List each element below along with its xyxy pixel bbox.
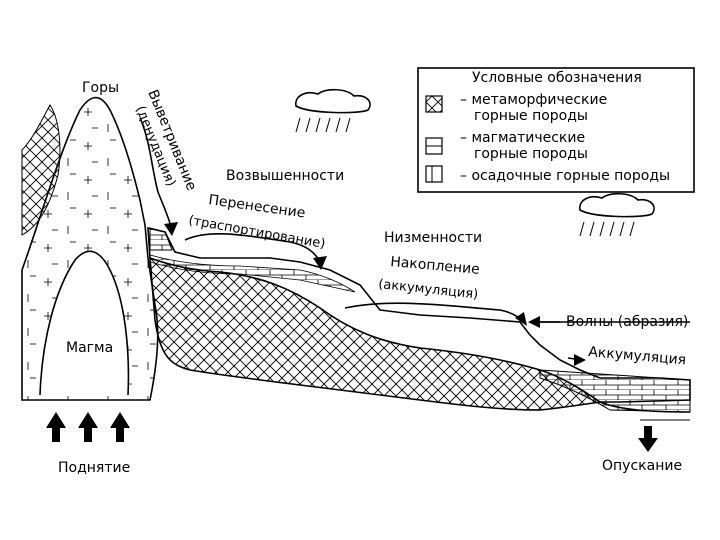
accumulation-arrow (344, 302, 527, 326)
legend-item-2-line2: горные породы (474, 146, 588, 162)
sea-accumulation-label: Аккумуляция (588, 344, 687, 368)
accumulation-label-b: (аккумуляция) (378, 277, 479, 302)
up-arrow-icon (78, 412, 98, 442)
sedimentary-cover (147, 226, 691, 413)
rain-cloud-icon (579, 192, 655, 237)
subsidence-label: Опускание (602, 458, 682, 474)
weathering-arrow (139, 117, 178, 236)
legend-swatch-metamorphic (425, 95, 443, 113)
lowlands-label: Низменности (384, 230, 482, 246)
waves-label: Волны (абразия) (566, 314, 688, 330)
transfer-label: Перенесение (207, 192, 306, 221)
accumulation-label-a: Накопление (390, 254, 481, 278)
waves-arrow (528, 316, 560, 328)
up-arrow-icon (110, 412, 130, 442)
magma-chamber: Магма (39, 250, 130, 396)
legend-item-1-line1: – метаморфические (460, 92, 607, 108)
legend-swatch-sedimentary (425, 165, 443, 183)
transport-arrow (184, 232, 327, 270)
legend-item-2-line1: – магматические (460, 130, 585, 146)
legend-item-3-line1: – осадочные горные породы (460, 168, 670, 184)
legend: Условные обозначения – метаморфические г… (417, 67, 695, 193)
sea-accumulation-arrow (567, 354, 586, 366)
down-arrow-icon (638, 426, 658, 452)
transport-label: (траспортирование) (187, 213, 326, 252)
mountains-label: Горы (82, 80, 119, 96)
magma-label: Магма (66, 340, 113, 356)
uplands-label: Возвышенности (226, 168, 344, 184)
uplift-label: Поднятие (58, 460, 130, 476)
up-arrow-icon (46, 412, 66, 442)
legend-item-1-line2: горные породы (474, 108, 588, 124)
legend-title: Условные обозначения (472, 70, 642, 86)
rain-cloud-icon (295, 88, 371, 133)
uplift-arrows (46, 412, 130, 442)
